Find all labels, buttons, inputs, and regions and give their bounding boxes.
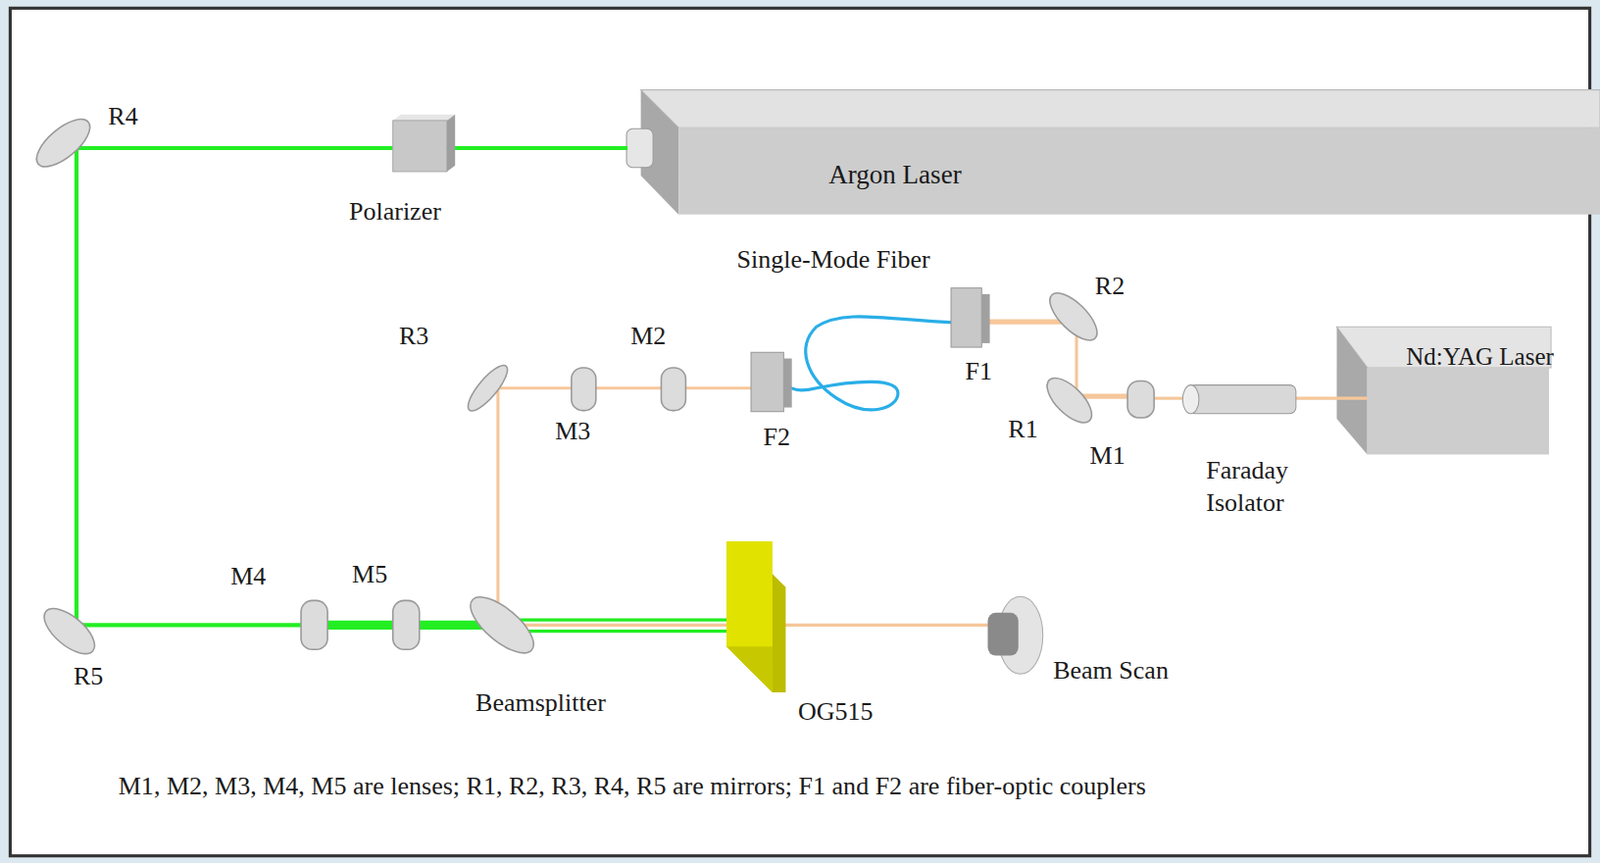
laser-housing: Argon Laser (828, 161, 962, 192)
laser-name: Argon Laser (828, 161, 962, 192)
part-label: M4 (230, 561, 266, 591)
part-label: F2 (763, 422, 791, 451)
part-label: F1 (965, 356, 993, 386)
part-label: Polarizer (349, 197, 442, 226)
part-label: M1 (1090, 441, 1126, 470)
part-label: Beam Scan (1052, 655, 1169, 685)
part-label: R2 (1095, 271, 1125, 300)
part-label: R1 (1007, 414, 1038, 444)
part-label: R3 (399, 321, 429, 350)
part-label: M3 (554, 416, 591, 446)
part-label: Single-Mode Fiber (736, 245, 930, 274)
part-label: R5 (73, 661, 103, 691)
part-label: R4 (107, 101, 138, 131)
laser-housing: Nd:YAG Laser (1405, 343, 1554, 370)
part-label: Faraday Isolator (1205, 453, 1318, 518)
part-label: M5 (351, 559, 388, 589)
part-label: OG515 (798, 697, 874, 726)
part-label: M2 (630, 321, 666, 350)
part-label: M1, M2, M3, M4, M5 are lenses; R1, R2, R… (118, 771, 1147, 800)
part-label: Beamsplitter (475, 688, 606, 717)
laser-name: Nd:YAG Laser (1405, 343, 1554, 370)
